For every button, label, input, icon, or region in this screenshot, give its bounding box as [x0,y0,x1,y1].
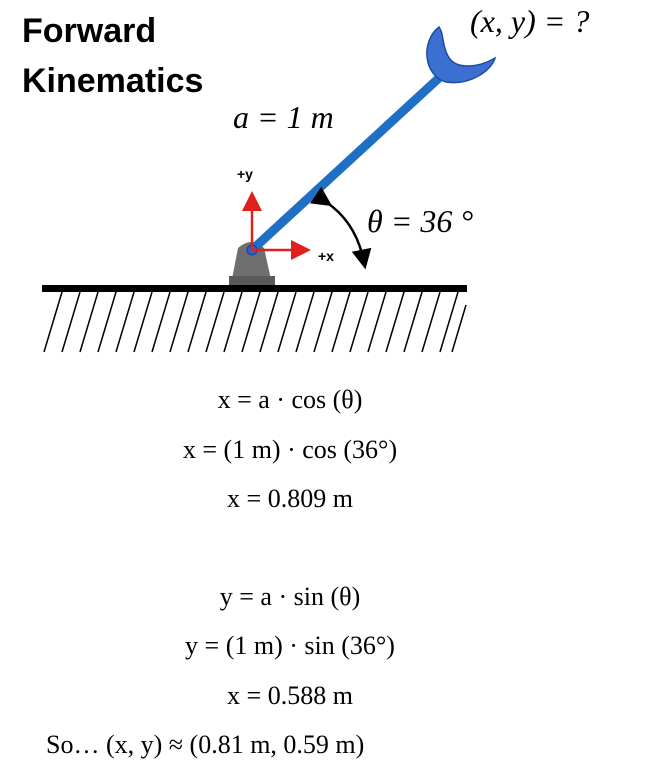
page-title: Forward Kinematics [22,6,203,106]
equation-y-3: x = 0.588 m [227,681,353,710]
result-equation: So… (x, y) ≈ (0.81 m, 0.59 m) [46,730,365,759]
axis-x-label: +x [318,248,334,264]
title-line-2: Kinematics [22,62,204,100]
angle-arc [310,186,372,270]
target-label: (x, y) = ? [470,3,589,39]
axis-y-label: +y [237,166,253,182]
angle-label: θ = 36 ° [367,203,473,239]
equation-y-1: y = a · sin (θ) [219,582,361,611]
robot-arm-link [247,72,445,255]
equation-x-3: x = 0.809 m [227,484,353,513]
equation-x-1: x = a · cos (θ) [217,385,363,414]
link-length-label: a = 1 m [233,99,334,135]
equation-y-2: y = (1 m) · sin (36°) [185,631,395,660]
equation-x-2: x = (1 m) · cos (36°) [182,435,398,464]
ground-line [42,285,467,292]
ground-hatching [43,291,467,353]
title-line-1: Forward [22,12,157,50]
robot-base [231,242,272,284]
gripper-icon [426,25,497,84]
robot-base-foot [229,276,275,285]
